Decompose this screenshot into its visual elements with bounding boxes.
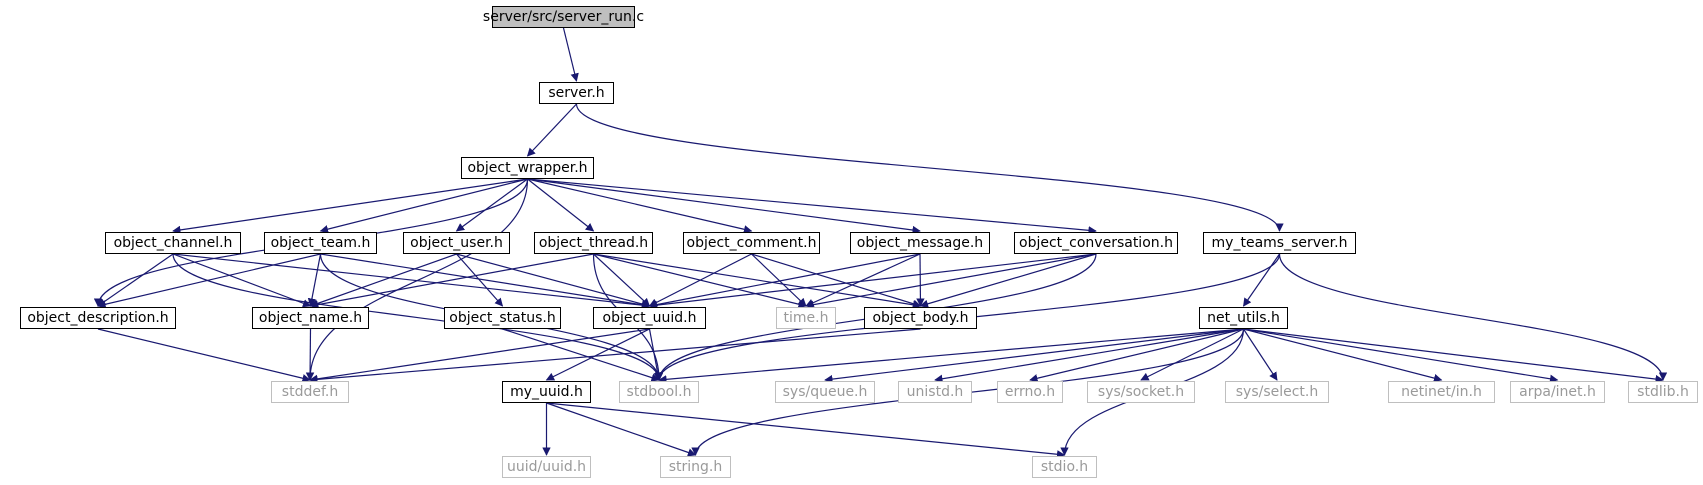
node-object-thread[interactable]: object_thread.h [534, 232, 653, 254]
edge-object-wrapper-to-object-message [527, 178, 921, 235]
node-errno-h: errno.h [997, 381, 1063, 403]
edge-object-uuid-to-stdbool-h [648, 328, 662, 381]
edge-object-description-to-stddef-h [97, 328, 311, 383]
edge-my-teams-server-to-stdlib-h [1278, 253, 1668, 381]
edge-object-message-to-time-h [805, 253, 921, 307]
edge-server-h-to-my-teams-server [575, 103, 1284, 232]
edge-object-channel-to-stdbool-h [172, 253, 664, 381]
edge-object-wrapper-to-object-thread [527, 178, 595, 232]
node-server-run[interactable]: server/src/server_run.c [483, 6, 644, 28]
node-object-message[interactable]: object_message.h [850, 232, 990, 254]
edge-object-wrapper-to-object-channel [172, 178, 528, 235]
edge-object-comment-to-object-body [751, 253, 922, 308]
edge-object-wrapper-to-object-team [319, 178, 528, 234]
node-stddef-h: stddef.h [271, 381, 349, 403]
edge-object-team-to-object-description [97, 253, 321, 309]
node-sys-queue: sys/queue.h [775, 381, 875, 403]
edge-object-body-to-stddef-h [309, 328, 921, 384]
edge-object-comment-to-time-h [751, 253, 807, 307]
edge-net-utils-to-arpa-inet [1243, 328, 1559, 383]
edge-object-conversation-to-object-uuid [648, 253, 1097, 310]
edge-object-user-to-object-name [309, 253, 457, 308]
node-net-utils[interactable]: net_utils.h [1199, 307, 1288, 329]
edge-net-utils-to-errno-h [1029, 328, 1244, 383]
edge-object-team-to-object-name [307, 253, 322, 307]
node-object-channel[interactable]: object_channel.h [105, 232, 241, 254]
edge-object-name-to-stddef-h [305, 328, 315, 381]
node-server-h[interactable]: server.h [539, 82, 614, 104]
node-arpa-inet: arpa/inet.h [1510, 381, 1605, 403]
node-my-uuid[interactable]: my_uuid.h [502, 381, 591, 403]
edge-net-utils-to-stdbool-h [658, 328, 1244, 384]
edge-object-wrapper-to-stddef-h [305, 178, 529, 381]
edge-object-channel-to-object-name [172, 253, 312, 308]
edge-object-uuid-to-my-uuid [545, 328, 650, 381]
edge-object-message-to-object-uuid [648, 253, 921, 309]
edge-object-conversation-to-object-body [919, 253, 1097, 308]
node-object-wrapper[interactable]: object_wrapper.h [461, 157, 594, 179]
edge-object-user-to-object-uuid [456, 253, 651, 309]
edge-net-utils-to-sys-select [1242, 328, 1278, 381]
node-object-name[interactable]: object_name.h [252, 307, 369, 329]
node-object-uuid[interactable]: object_uuid.h [593, 307, 706, 329]
node-object-team[interactable]: object_team.h [264, 232, 377, 254]
node-stdlib-h: stdlib.h [1628, 381, 1698, 403]
node-unistd-h: unistd.h [898, 381, 972, 403]
node-my-teams-server[interactable]: my_teams_server.h [1203, 232, 1356, 254]
edge-object-wrapper-to-object-conversation [527, 178, 1097, 235]
edge-object-message-to-object-body [916, 253, 925, 307]
node-string-h: string.h [660, 456, 731, 478]
node-time-h: time.h [776, 307, 836, 329]
edge-net-utils-to-sys-socket [1140, 328, 1244, 381]
node-uuid-uuid: uuid/uuid.h [502, 456, 591, 478]
edge-my-uuid-to-stdio-h [546, 402, 1066, 459]
node-object-description[interactable]: object_description.h [20, 307, 176, 329]
edge-my-uuid-to-string-h [546, 402, 697, 457]
edge-object-comment-to-object-uuid [648, 253, 752, 307]
node-sys-select: sys/select.h [1225, 381, 1329, 403]
edge-object-thread-to-object-uuid [593, 253, 651, 307]
edge-object-channel-to-object-description [97, 253, 174, 307]
edge-object-wrapper-to-object-comment [527, 178, 753, 234]
node-sys-socket: sys/socket.h [1087, 381, 1195, 403]
node-object-user[interactable]: object_user.h [403, 232, 510, 254]
edge-object-status-to-stdbool-h [502, 328, 660, 382]
node-object-body[interactable]: object_body.h [864, 307, 977, 329]
edge-object-team-to-object-uuid [320, 253, 651, 309]
edge-object-wrapper-to-object-user [455, 178, 528, 232]
edge-object-thread-to-object-name [309, 253, 594, 309]
node-stdio-h: stdio.h [1032, 456, 1097, 478]
edge-net-utils-to-stdlib-h [1243, 328, 1664, 384]
edge-net-utils-to-sys-queue [824, 328, 1244, 384]
edge-object-channel-to-object-uuid [172, 253, 651, 310]
edge-net-utils-to-unistd-h [934, 328, 1244, 383]
edge-net-utils-to-netinet-in [1243, 328, 1443, 383]
edge-server-run-to-server-h [562, 27, 579, 82]
edge-object-thread-to-object-body [593, 253, 922, 309]
node-netinet-in: netinet/in.h [1388, 381, 1495, 403]
node-object-comment[interactable]: object_comment.h [683, 232, 820, 254]
node-object-conversation[interactable]: object_conversation.h [1014, 232, 1178, 254]
edge-server-h-to-object-wrapper [526, 103, 577, 157]
node-object-status[interactable]: object_status.h [444, 307, 561, 329]
node-stdbool-h: stdbool.h [619, 381, 699, 403]
edge-my-teams-server-to-net-utils [1243, 253, 1280, 307]
edge-object-uuid-to-stddef-h [309, 328, 650, 384]
edge-object-conversation-to-time-h [805, 253, 1097, 309]
edge-object-user-to-object-status [456, 253, 504, 307]
